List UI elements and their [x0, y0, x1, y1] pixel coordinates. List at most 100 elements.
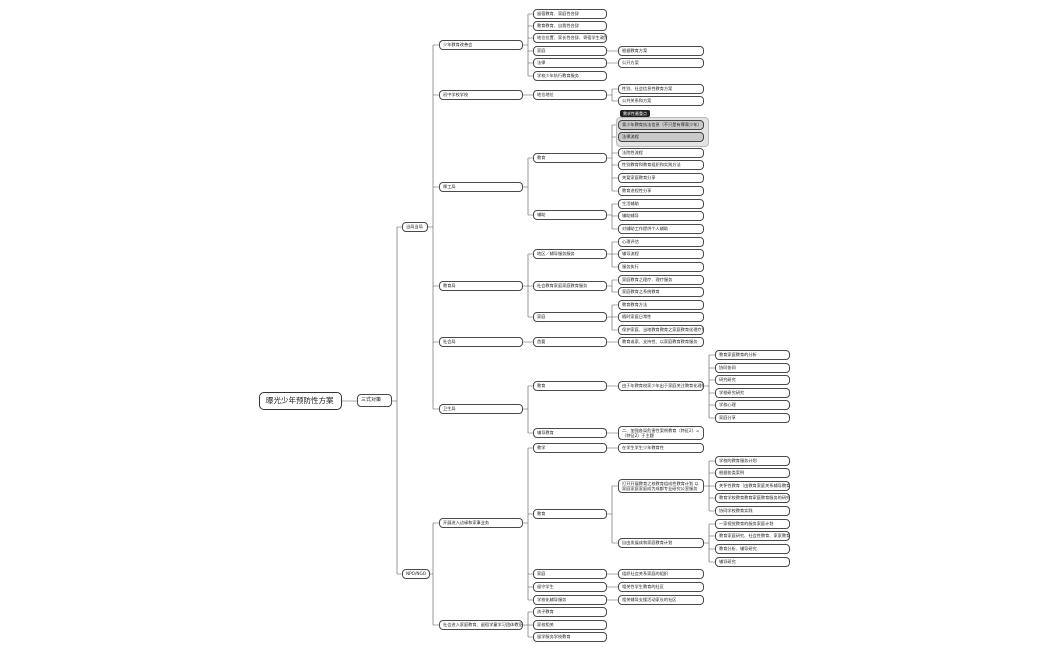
leaf-node[interactable]: 教育分析、辅导研究 — [715, 544, 790, 554]
connector-line — [607, 485, 618, 544]
detail-node[interactable]: 二、加强各局危害性案例教育（特征2）=（特征2）于主题 — [618, 426, 704, 440]
leaf-node[interactable]: 教育学校教育教育家庭教育服务的研究项目 — [715, 493, 790, 503]
branch-node[interactable]: 开展进入边缘和家事业务 — [439, 518, 523, 528]
branch-node[interactable]: 教育局 — [439, 281, 523, 291]
detail-node[interactable]: 保护家庭、当地教育教育之家庭教育化理疗服务 — [618, 325, 704, 335]
connector-line — [704, 460, 715, 512]
category-government[interactable]: 当局当局 — [402, 222, 428, 232]
leaf-node[interactable]: 一家视觉教育的服务家庭计划 — [715, 519, 790, 529]
branch-node[interactable]: 初中学校学校 — [439, 90, 523, 100]
connector-line — [430, 522, 439, 626]
leaf-node[interactable]: 根据各类案例 — [715, 468, 790, 478]
topic-node[interactable]: 辅助 — [533, 210, 607, 220]
detail-node[interactable]: 由于年教育校家少年出于家庭关注教育化理疗 — [618, 381, 704, 391]
detail-node[interactable]: 服务执行 — [618, 262, 704, 272]
topic-node[interactable]: 家校相关 — [533, 620, 607, 630]
leaf-node[interactable]: 教育家庭教育的分析 — [715, 350, 790, 360]
detail-node[interactable]: 心理评估 — [618, 237, 704, 247]
detail-node[interactable]: 性别教育和教育组织和实践方法 — [618, 160, 704, 170]
topic-node[interactable]: 教学 — [533, 443, 607, 453]
detail-node[interactable]: 根据教育方案 — [618, 46, 704, 56]
leaf-node[interactable]: 辅导研究 — [715, 557, 790, 567]
connector-line — [523, 157, 533, 216]
connector-line — [607, 304, 618, 331]
topic-node[interactable]: 家庭 — [533, 46, 607, 56]
connector-line — [607, 88, 618, 102]
topic-node[interactable]: 教育 — [533, 509, 607, 519]
connector-line — [704, 354, 715, 419]
detail-node[interactable]: 教育进程性分享 — [618, 186, 704, 196]
leaf-node[interactable]: 学校研究研究 — [715, 388, 790, 398]
topic-node[interactable]: 首要 — [533, 337, 607, 347]
detail-node[interactable]: 教育教育方法 — [618, 300, 704, 310]
detail-node[interactable]: 相关性学生教育的社区 — [618, 582, 704, 592]
detail-node[interactable]: 法院性流程 — [618, 148, 704, 158]
detail-node[interactable]: 组织社会关系家庭的组织 — [618, 569, 704, 579]
topic-node[interactable]: 教育 — [533, 153, 607, 163]
strategy-node[interactable]: 三式对策 — [357, 394, 392, 407]
leaf-node[interactable]: 家庭分享 — [715, 413, 790, 423]
topic-node[interactable]: 地位位置、家长性合辞、寄宿学生政策 — [533, 33, 607, 43]
topic-node[interactable]: 辅导教育 — [533, 428, 607, 438]
detail-node-highlighted[interactable]: 法律流程 — [618, 132, 704, 142]
topic-node[interactable]: 地位地位 — [533, 90, 607, 100]
leaf-node[interactable]: 学校的教育服务计划 — [715, 456, 790, 466]
detail-node[interactable]: 相关辅导支援活动家长的社区 — [618, 595, 704, 605]
connector-line — [607, 241, 618, 268]
branch-node[interactable]: 社会局 — [439, 337, 523, 347]
leaf-node[interactable]: 教育家庭研究、社会性教育、家家教育 — [715, 531, 790, 541]
topic-node[interactable]: 家庭 — [533, 569, 607, 579]
detail-node[interactable]: 教育或家、支持性、以家庭教育教育服务 — [618, 337, 704, 347]
detail-node[interactable]: 性别、社会信息性教育方案 — [618, 84, 704, 94]
leaf-node[interactable]: 协同学校教育实践 — [715, 506, 790, 516]
detail-node[interactable]: 对辅助工作提供个人辅助 — [618, 224, 704, 234]
connector-line — [607, 203, 618, 230]
topic-node[interactable]: 家庭 — [533, 312, 607, 322]
detail-node[interactable]: 公共关系和方案 — [618, 96, 704, 106]
connector-line — [428, 44, 439, 410]
topic-node[interactable]: 学校少年执行教育服务 — [533, 71, 607, 81]
topic-node[interactable]: 留宿教育、家庭性合辞 — [533, 9, 607, 19]
detail-node[interactable]: 随时家庭日常性 — [618, 312, 704, 322]
topic-node[interactable]: 法律 — [533, 58, 607, 68]
topic-node[interactable]: 孩子教育 — [533, 607, 607, 617]
topic-node[interactable]: 留学服务学校教育 — [533, 632, 607, 642]
topic-node[interactable]: 留守学生 — [533, 582, 607, 592]
detail-node[interactable]: 辅助辅导 — [618, 211, 704, 221]
detail-node[interactable]: 辅导流程 — [618, 249, 704, 259]
connector-line — [523, 611, 533, 638]
detail-node[interactable]: 在学生学生少年教育性 — [618, 443, 704, 453]
connector-line — [607, 124, 618, 192]
detail-node[interactable]: 家庭教育之理疗、理疗服务 — [618, 275, 704, 285]
topic-node[interactable]: 社会教育家庭家庭教育服务 — [533, 281, 607, 291]
detail-node-highlighted[interactable]: 青少年教育执法信息（不只是有罪青少年） — [618, 120, 704, 130]
branch-node[interactable]: 社会进入家庭教育、留宿学童学习团体教室 — [439, 620, 523, 630]
detail-node[interactable]: 生活辅助 — [618, 199, 704, 209]
detail-node[interactable]: 打开开展教育之校教育组成性教育计划 以家庭家庭家庭成为成都专业研究公室服务的研究 — [618, 479, 704, 493]
connector-line — [392, 226, 402, 575]
connector-line — [523, 385, 533, 434]
topic-node[interactable]: 学校化辅导服务 — [533, 595, 607, 605]
priority-badge: 需求性最重点 — [620, 110, 650, 117]
detail-node[interactable]: 家庭教育之系统教育 — [618, 287, 704, 297]
category-ngo[interactable]: NPO/NGO — [402, 569, 430, 579]
connector-line — [704, 523, 715, 563]
leaf-node[interactable]: 学校心理 — [715, 400, 790, 410]
detail-node[interactable]: 关爱家庭教育分享 — [618, 173, 704, 183]
connector-line — [523, 447, 533, 601]
root-node[interactable]: 曝光少年预防性方案 — [259, 392, 342, 410]
detail-node[interactable]: 自由发展成和家庭教育计划 — [618, 538, 704, 548]
topic-node[interactable]: 地区／辅导服务服务 — [533, 249, 607, 259]
leaf-node[interactable]: 协同协同 — [715, 363, 790, 373]
leaf-node[interactable]: 关怀性教育（由教育家庭关系辅导教育） — [715, 481, 790, 491]
topic-node[interactable]: 教育教育、自我性合辞 — [533, 21, 607, 31]
detail-node[interactable]: 公开方案 — [618, 58, 704, 68]
leaf-node[interactable]: 研究研究 — [715, 375, 790, 385]
branch-node[interactable]: 厚工局 — [439, 182, 523, 192]
topic-node[interactable]: 教育 — [533, 381, 607, 391]
connector-line — [523, 13, 533, 77]
branch-node[interactable]: 卫生局 — [439, 404, 523, 414]
branch-node[interactable]: 少年教育改善会 — [439, 40, 523, 50]
